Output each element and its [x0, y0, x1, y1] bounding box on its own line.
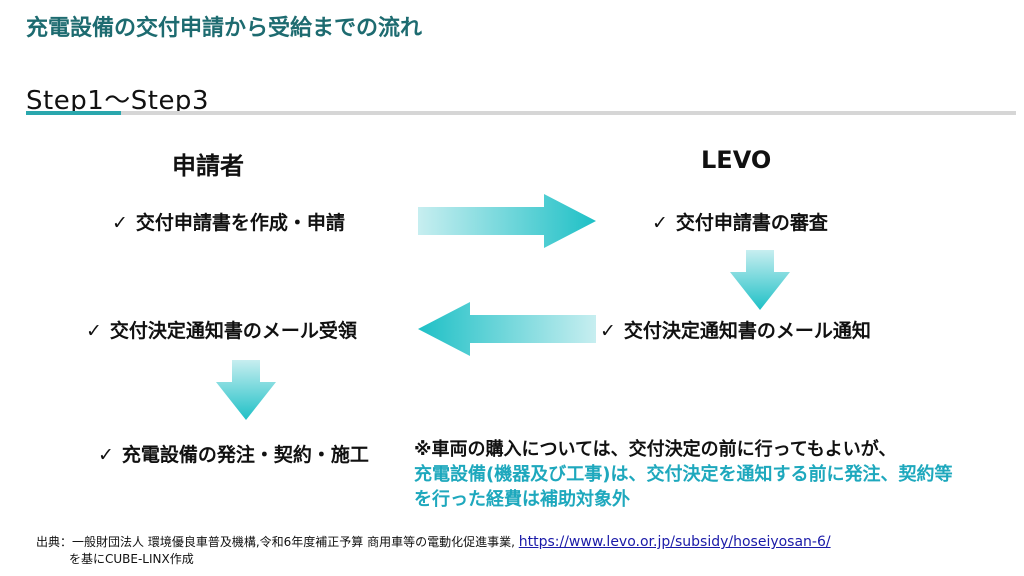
source-link[interactable]: https://www.levo.or.jp/subsidy/hoseiyosa… [518, 534, 831, 550]
applicant-column-header: 申請者 [172, 152, 244, 180]
arrow-down-icon [730, 250, 790, 310]
arrow-right-icon [418, 194, 596, 248]
step-notify-label: 交付決定通知書のメール通知 [623, 320, 871, 342]
note-line-1: ※車両の購入については、交付決定の前に行ってもよいが、 [414, 439, 897, 460]
heading-accent-rule [26, 111, 121, 115]
source-prefix: 出典：一般財団法人 環境優良車普及機構,令和6年度補正予算 商用車等の電動化促進… [36, 535, 515, 549]
step-receive: ✓ 交付決定通知書のメール受領 [86, 316, 357, 343]
page-title: 充電設備の交付申請から受給までの流れ [26, 16, 423, 41]
step-review: ✓ 交付申請書の審査 [652, 208, 828, 235]
step-order-label: 充電設備の発注・契約・施工 [121, 444, 369, 466]
heading-divider [121, 111, 1016, 115]
step-order: ✓ 充電設備の発注・契約・施工 [98, 440, 369, 467]
step-apply-label: 交付申請書を作成・申請 [135, 212, 345, 234]
step-apply: ✓ 交付申請書を作成・申請 [112, 208, 345, 235]
check-icon: ✓ [86, 320, 102, 342]
check-icon: ✓ [98, 444, 114, 466]
source-citation: 出典：一般財団法人 環境優良車普及機構,令和6年度補正予算 商用車等の電動化促進… [36, 534, 831, 568]
arrow-left-icon [418, 302, 596, 356]
note-line-2: 充電設備(機器及び工事)は、交付決定を通知する前に発注、契約等 [414, 464, 953, 485]
step-notify: ✓ 交付決定通知書のメール通知 [600, 316, 871, 343]
arrow-down-icon [216, 360, 276, 420]
note-line-3: を行った経費は補助対象外 [414, 489, 630, 510]
levo-column-header: LEVO [701, 146, 772, 174]
check-icon: ✓ [600, 320, 616, 342]
check-icon: ✓ [112, 212, 128, 234]
step-receive-label: 交付決定通知書のメール受領 [109, 320, 357, 342]
source-line-2: を基にCUBE-LINX作成 [69, 552, 194, 566]
purchase-note: ※車両の購入については、交付決定の前に行ってもよいが、 充電設備(機器及び工事)… [414, 437, 1014, 512]
step-review-label: 交付申請書の審査 [675, 212, 828, 234]
check-icon: ✓ [652, 212, 668, 234]
